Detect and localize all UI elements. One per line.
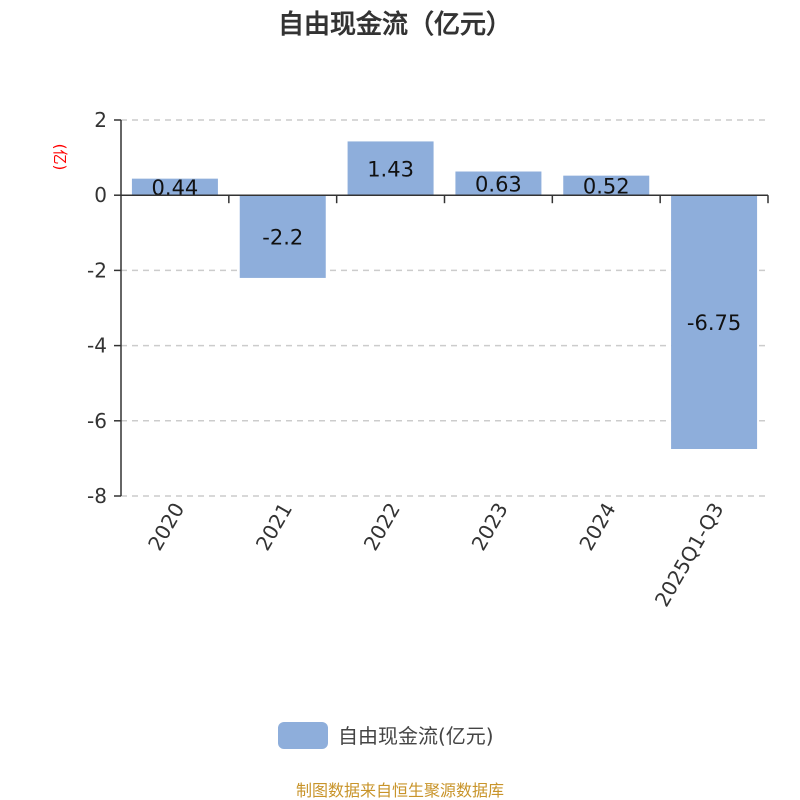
- x-tick-label: 2023: [467, 499, 513, 555]
- y-tick-label: -8: [87, 484, 107, 508]
- x-tick-label: 2025Q1-Q3: [650, 499, 729, 611]
- y-tick-label: 0: [94, 183, 107, 207]
- data-label: -2.2: [262, 226, 303, 250]
- y-tick-label: -6: [87, 409, 107, 433]
- data-label: 0.44: [152, 176, 199, 200]
- y-axis-label: (亿): [51, 144, 69, 171]
- data-label: 1.43: [367, 157, 414, 181]
- bar[interactable]: [347, 141, 434, 196]
- data-label: 0.52: [583, 174, 630, 198]
- x-tick-label: 2020: [143, 499, 189, 555]
- chart-title: 自由现金流（亿元）: [278, 9, 512, 40]
- bar[interactable]: [131, 178, 218, 196]
- y-tick-label: 2: [94, 108, 107, 132]
- x-tick-label: 2022: [359, 499, 405, 555]
- data-label: 0.63: [475, 172, 522, 196]
- x-tick-label: 2024: [574, 499, 620, 555]
- bar[interactable]: [671, 195, 758, 449]
- bar[interactable]: [455, 171, 542, 196]
- x-tick-label: 2021: [251, 499, 297, 555]
- data-label: -6.75: [687, 311, 741, 335]
- source-note: 制图数据来自恒生聚源数据库: [296, 781, 504, 800]
- legend-label[interactable]: 自由现金流(亿元): [338, 724, 494, 748]
- legend-swatch[interactable]: [278, 722, 328, 749]
- bar[interactable]: [239, 195, 326, 278]
- y-tick-label: -2: [87, 258, 107, 282]
- bar[interactable]: [563, 175, 650, 196]
- y-tick-label: -4: [87, 334, 107, 358]
